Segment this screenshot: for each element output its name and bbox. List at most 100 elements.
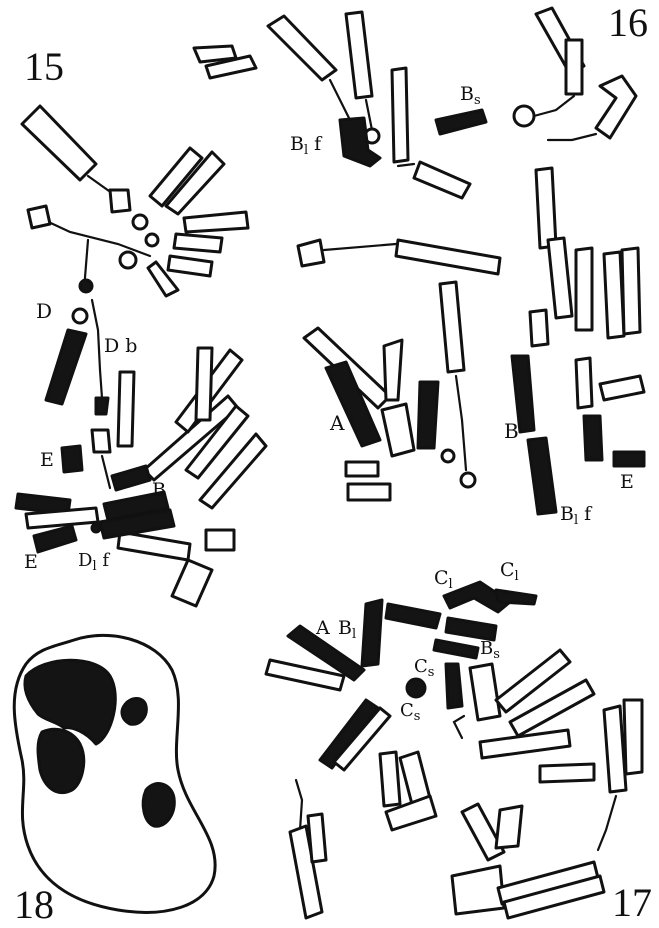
- chromosome: [452, 866, 504, 914]
- chromosome: [566, 40, 582, 94]
- label-Bs: Bs: [460, 83, 481, 108]
- label-B1f-right: Bl f: [560, 503, 593, 528]
- dark-chromosome: [34, 526, 76, 552]
- chromosome: [28, 206, 50, 228]
- chromosome: [576, 358, 592, 408]
- figure-number-18: 18: [14, 882, 54, 927]
- chromosome: [174, 234, 222, 252]
- satellite: [407, 679, 425, 697]
- chromosome: [414, 162, 470, 198]
- chromosome: [576, 248, 592, 330]
- dark-chromosome: [386, 604, 440, 628]
- satellite: [80, 280, 92, 292]
- chromosome: [308, 814, 326, 862]
- label-E-right: E: [620, 471, 634, 493]
- label-B1-17: Bl: [338, 617, 356, 642]
- satellite: [120, 252, 136, 268]
- chromatin-mass: [38, 729, 84, 792]
- satellite: [461, 473, 475, 487]
- chromosome: [396, 240, 500, 274]
- centromere-thread: [454, 716, 464, 738]
- chromosome: [600, 376, 644, 400]
- dark-chromosome: [436, 110, 486, 134]
- figure-15-chromosomes: [16, 46, 266, 606]
- chromosome: [298, 240, 324, 266]
- centromere-thread: [92, 300, 102, 398]
- dark-chromosome: [46, 330, 86, 404]
- chromosome: [110, 190, 130, 212]
- chromosome: [168, 256, 212, 276]
- chromosome: [268, 16, 336, 80]
- chromatin-mass: [122, 699, 146, 725]
- chromosome: [118, 532, 190, 560]
- chromosome: [480, 730, 570, 758]
- chromosome: [624, 700, 642, 774]
- chromosome: [348, 484, 390, 500]
- satellite: [514, 106, 534, 126]
- figure-18-nucleus: [14, 635, 215, 912]
- centromere-thread: [102, 456, 110, 488]
- chromosome: [470, 664, 500, 720]
- dark-chromosome: [584, 416, 602, 460]
- dark-chromosome: [496, 590, 536, 604]
- chromosome: [622, 248, 640, 334]
- label-D: D: [36, 299, 52, 323]
- label-E-bottom: E: [24, 551, 38, 573]
- chromosome: [118, 372, 134, 446]
- figure-number-17: 17: [612, 880, 652, 925]
- chromosome: [380, 752, 400, 806]
- label-Cs-a: Cs: [414, 656, 434, 680]
- satellite: [92, 524, 100, 532]
- chromosome: [22, 106, 96, 180]
- label-B: B: [152, 479, 166, 501]
- chromosome: [548, 238, 572, 318]
- dark-chromosome: [418, 382, 438, 448]
- centromere-thread: [548, 134, 596, 140]
- label-E-left: E: [40, 449, 54, 471]
- chromosome: [392, 68, 408, 162]
- chromosome: [530, 310, 548, 346]
- dark-chromosome: [362, 600, 382, 666]
- figure-16-chromosomes: [268, 8, 636, 274]
- label-Bs-17: Bs: [480, 638, 500, 662]
- label-B1f: Bl f: [290, 133, 323, 158]
- dark-chromosome: [528, 438, 556, 514]
- figure-number-16: 16: [608, 0, 648, 45]
- label-Cs-b: Cs: [400, 700, 420, 724]
- dark-chromosome: [434, 640, 478, 658]
- centromere-thread: [324, 244, 396, 250]
- chromosome: [540, 764, 594, 782]
- centromere-thread: [598, 796, 616, 850]
- dark-chromosome: [446, 618, 496, 640]
- centromere-thread: [534, 96, 574, 116]
- figure-number-15: 15: [24, 44, 64, 89]
- label-B-right: B: [504, 419, 519, 443]
- centromere-thread: [296, 780, 302, 830]
- label-C1-a: Cl: [434, 567, 453, 592]
- label-A: A: [329, 411, 345, 435]
- chromosome: [92, 430, 110, 452]
- dark-chromosome: [614, 452, 644, 466]
- centromere-thread: [398, 164, 414, 166]
- label-Db: D b: [104, 335, 137, 357]
- chromosome: [206, 530, 234, 550]
- chromosome: [604, 706, 626, 792]
- chromosome: [596, 76, 636, 138]
- chromosome: [382, 404, 414, 456]
- chromosome: [184, 212, 248, 232]
- chromatin-mass: [143, 784, 174, 827]
- satellite: [146, 234, 158, 246]
- dark-chromosome: [62, 446, 82, 472]
- chromosome: [346, 462, 378, 476]
- chromosome: [536, 168, 556, 248]
- dark-chromosome: [446, 664, 462, 708]
- satellite: [133, 215, 147, 229]
- satellite: [73, 309, 87, 323]
- centromere-thread: [366, 100, 372, 130]
- centromere-thread: [456, 376, 466, 470]
- chromosome: [172, 560, 212, 606]
- chromosome: [346, 12, 372, 98]
- chromosome: [384, 340, 402, 400]
- dark-chromosome: [112, 466, 150, 490]
